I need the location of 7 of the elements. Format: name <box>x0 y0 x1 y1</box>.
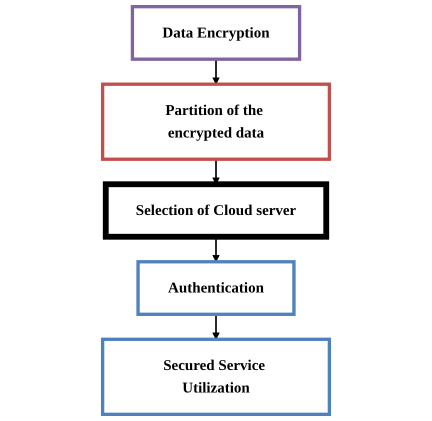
node-box: Secured Service Utilization <box>100 338 332 416</box>
arrow <box>212 314 220 340</box>
node-box: Selection of Cloud server <box>102 181 330 240</box>
node-box: Partition of the encrypted data <box>100 82 332 161</box>
node-box: Data Encryption <box>130 5 302 61</box>
node-box: Authentication <box>136 260 296 316</box>
arrow <box>212 59 220 85</box>
